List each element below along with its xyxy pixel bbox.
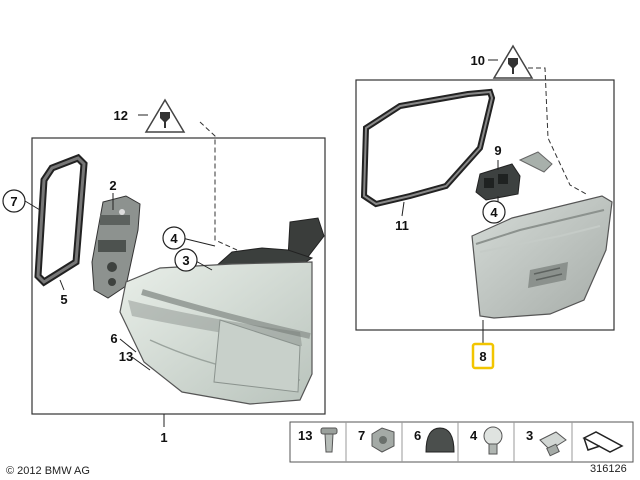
callout-12[interactable]: 12 [114, 108, 128, 123]
socket-bulb-icon [539, 431, 567, 457]
callout-13[interactable]: 13 [119, 349, 133, 364]
svg-text:4: 4 [470, 428, 478, 443]
drawing-number: 316126 [590, 463, 627, 475]
left-assembly-frame [31, 137, 326, 415]
callout-2[interactable]: 2 [109, 178, 116, 193]
legend-item-7[interactable]: 7 [358, 427, 395, 453]
svg-text:8: 8 [479, 349, 486, 364]
warning-triangle-12 [144, 98, 186, 133]
svg-text:9: 9 [494, 143, 501, 158]
svg-text:6: 6 [414, 428, 421, 443]
copyright-text: © 2012 BMW AG [6, 465, 90, 477]
arrow-next-icon[interactable] [582, 431, 624, 453]
callout-8-highlighted[interactable]: 8 [471, 342, 495, 370]
svg-text:13: 13 [298, 428, 312, 443]
right-assembly-frame [355, 79, 615, 331]
bulb-icon [483, 426, 503, 455]
svg-text:3: 3 [526, 428, 533, 443]
hex-nut-icon [371, 427, 395, 453]
callout-9[interactable]: 9 [494, 143, 501, 158]
push-rivet-icon [320, 427, 338, 453]
legend-item-3[interactable]: 3 [526, 428, 567, 457]
legend-item-13[interactable]: 13 [298, 427, 338, 453]
callout-11[interactable]: 11 [395, 218, 409, 233]
callout-7[interactable]: 7 [2, 189, 26, 213]
svg-text:4: 4 [170, 231, 178, 246]
rubber-cap-icon [425, 427, 455, 453]
legend-item-6[interactable]: 6 [414, 427, 455, 453]
callout-6[interactable]: 6 [110, 331, 117, 346]
legend-item-4[interactable]: 4 [470, 426, 503, 455]
svg-text:7: 7 [10, 194, 17, 209]
callout-3[interactable]: 3 [174, 248, 198, 272]
callout-4-right[interactable]: 4 [482, 200, 506, 224]
svg-text:4: 4 [490, 205, 498, 220]
svg-text:3: 3 [182, 253, 189, 268]
inner-tail-light-part [471, 195, 613, 319]
svg-text:7: 7 [358, 428, 365, 443]
warning-triangle-10 [492, 44, 534, 79]
callout-4-left[interactable]: 4 [162, 226, 186, 250]
outer-tail-light-part [119, 217, 325, 405]
callout-1[interactable]: 1 [160, 430, 167, 445]
inner-gasket-part [360, 88, 496, 208]
hardware-legend: 13 7 6 4 3 [289, 421, 634, 463]
callout-5[interactable]: 5 [60, 292, 67, 307]
callout-10[interactable]: 10 [471, 53, 485, 68]
bulb-carrier-part [91, 195, 141, 299]
gasket-part [34, 153, 88, 287]
inner-bulb-carrier-part [475, 151, 553, 201]
